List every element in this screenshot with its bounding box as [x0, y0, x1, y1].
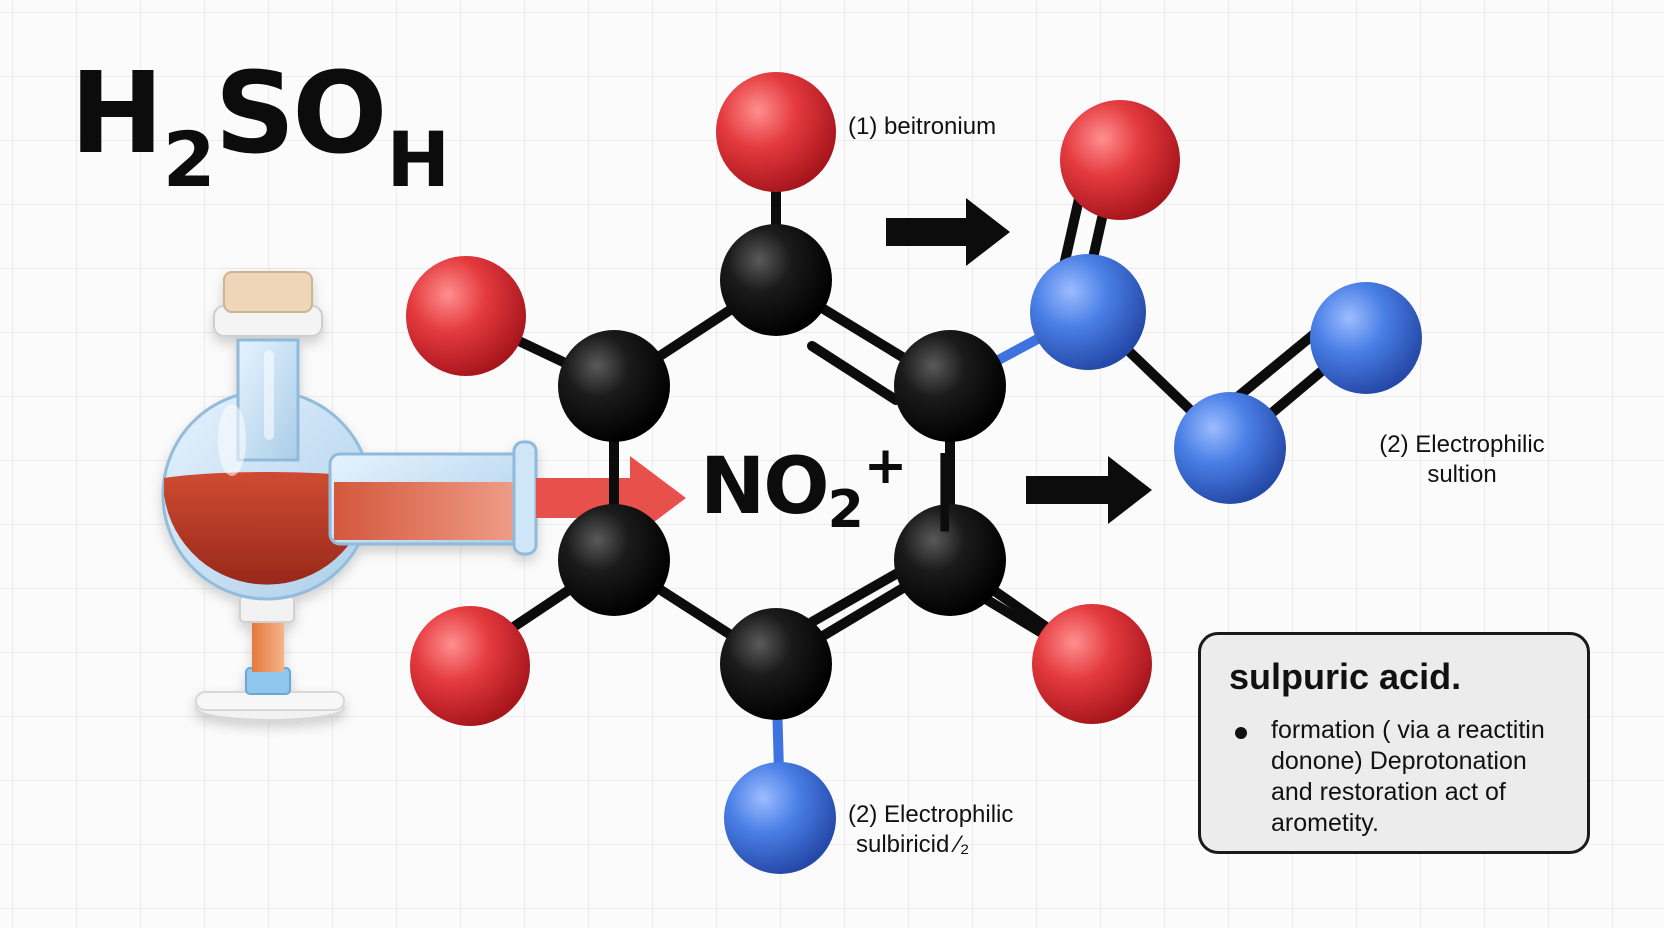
molecule-atoms [406, 72, 1422, 874]
black-arrow-icon [886, 198, 1010, 266]
label-top: (1) beitronium [848, 113, 997, 140]
formula-tail: SO [214, 49, 388, 179]
ion-bar: | [930, 442, 959, 532]
label-bottom: (2) Electrophilic sulbiricid ⁄₂ [848, 800, 1013, 860]
carbon-atom [720, 224, 832, 336]
nitrogen-atom [1310, 282, 1422, 394]
info-box-text: formation ( via a reactitin donone) Depr… [1271, 715, 1545, 837]
carbon-atom [558, 504, 670, 616]
nitronium-ion-label: NO2+ | [700, 440, 959, 536]
ion-text: NO [700, 442, 830, 532]
ion-superscript: + [863, 436, 908, 496]
oxygen-atom [410, 606, 530, 726]
oxygen-atom [1032, 604, 1152, 724]
nitrogen-atom [724, 762, 836, 874]
label-right-line2: sultion [1427, 461, 1497, 488]
formula-title: H2SOH [70, 58, 450, 198]
info-box-bullet-item: formation ( via a reactitin donone) Depr… [1231, 715, 1565, 839]
info-box-title: sulpuric acid. [1229, 656, 1462, 697]
oxygen-atom [406, 256, 526, 376]
nitrogen-atom [1030, 254, 1146, 370]
ion-subscript: 2 [827, 480, 864, 540]
bullet-icon [1235, 726, 1247, 739]
formula-subscript: 2 [162, 115, 216, 204]
oxygen-atom [716, 72, 836, 192]
oxygen-atom [1060, 100, 1180, 220]
label-right-line1: (2) Electrophilic [1379, 431, 1545, 458]
label-bottom-line1: (2) Electrophilic [848, 801, 1014, 828]
label-right: (2) Electrophilic sultion [1362, 430, 1562, 490]
label-bottom-line2: sulbiricid ⁄₂ [856, 831, 970, 858]
formula-main: H [70, 49, 164, 179]
flask-icon [161, 271, 538, 721]
black-arrow-icon [1026, 456, 1152, 524]
formula-tail-subscript: H [386, 115, 451, 204]
carbon-atom [894, 330, 1006, 442]
info-box: sulpuric acid. formation ( via a reactit… [1198, 632, 1590, 854]
carbon-atom [558, 330, 670, 442]
carbon-atom [894, 504, 1006, 616]
carbon-atom [720, 608, 832, 720]
nitrogen-atom [1174, 392, 1286, 504]
